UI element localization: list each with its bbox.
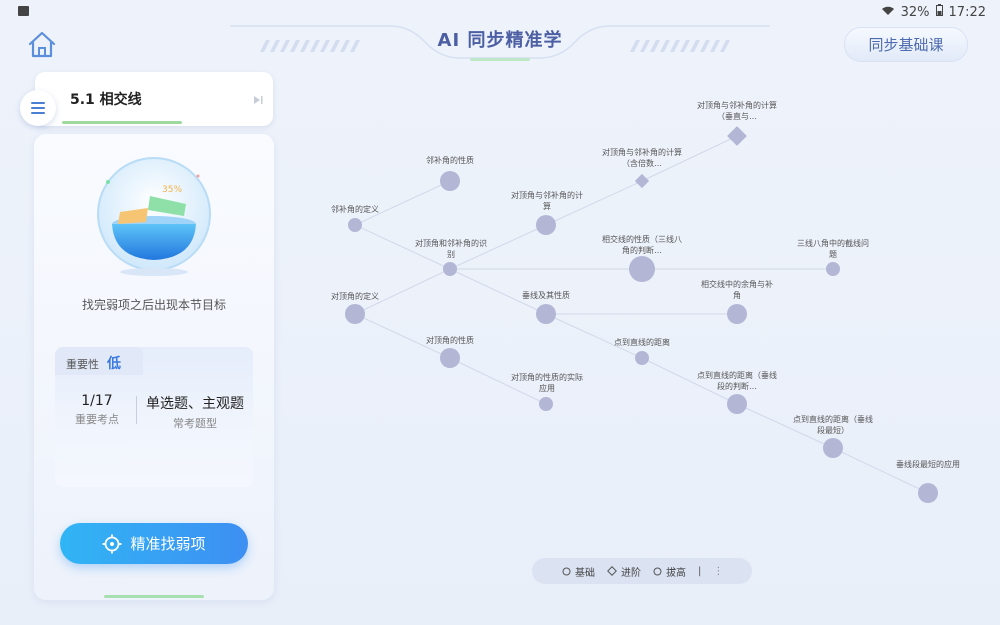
graph-node-basic[interactable] — [727, 394, 747, 414]
header-decoration — [230, 25, 770, 61]
key-point-value: 1/17 — [81, 393, 113, 409]
key-point-caption: 重要考点 — [75, 413, 119, 426]
graph-node-basic[interactable] — [629, 256, 655, 282]
legend-hard-label: 拔高 — [666, 567, 686, 579]
graph-node-basic[interactable] — [539, 397, 553, 411]
question-type-value: 单选题、主观题 — [146, 396, 244, 412]
play-next-icon[interactable] — [253, 95, 263, 105]
find-weakness-label: 精准找弱项 — [130, 535, 206, 553]
graph-node-advanced[interactable] — [727, 126, 747, 146]
section-title: 5.1 相交线 — [70, 92, 142, 108]
graph-node-basic[interactable] — [536, 304, 556, 324]
node-label: 点到直线的距离 — [614, 338, 670, 347]
app-title: AI 同步精准学 — [437, 30, 563, 51]
legend-basic[interactable]: 基础 — [562, 564, 595, 579]
stat-divider — [136, 396, 137, 424]
graph-edges — [354, 135, 929, 494]
globe-percent-text: 35% — [162, 185, 182, 195]
graph-node-basic[interactable] — [823, 438, 843, 458]
battery-icon — [935, 4, 943, 20]
node-label: 对顶角与邻补角的计算（含倍数… — [602, 148, 682, 168]
more-icon[interactable]: ⋮ — [713, 565, 724, 577]
key-point-stat: 1/17 重要考点 — [62, 393, 132, 427]
importance-label: 重要性 — [66, 358, 99, 371]
battery-text: 32% — [900, 4, 930, 20]
diamond-icon — [607, 566, 617, 576]
menu-icon — [31, 102, 45, 114]
node-label: 对顶角的定义 — [331, 292, 379, 301]
sync-course-button[interactable]: 同步基础课 — [844, 27, 968, 62]
node-label: 相交线的性质（三线八角的判断… — [602, 235, 682, 255]
graph-node-basic[interactable] — [536, 215, 556, 235]
node-label: 邻补角的定义 — [331, 205, 379, 214]
node-label: 垂线段最短的应用 — [896, 460, 960, 469]
node-label: 三线八角中的截线问题 — [797, 239, 869, 259]
node-label: 对顶角与邻补角的计算（垂直与… — [697, 101, 777, 121]
progress-globe-illustration: 35% — [97, 157, 211, 276]
menu-button[interactable] — [20, 90, 56, 126]
circle-icon — [653, 567, 662, 575]
crosshair-icon — [102, 534, 122, 553]
graph-node-basic[interactable] — [440, 171, 460, 191]
gallery-icon — [18, 6, 29, 16]
graph-node-basic[interactable] — [345, 304, 365, 324]
node-label: 垂线及其性质 — [522, 291, 570, 300]
graph-node-advanced[interactable] — [634, 173, 650, 189]
status-right: 32% 17:22 — [881, 4, 986, 20]
wifi-icon — [881, 5, 895, 20]
find-weakness-button[interactable]: 精准找弱项 — [60, 523, 248, 564]
legend-hard[interactable]: 拔高 — [653, 564, 686, 579]
node-label: 对顶角的性质 — [426, 336, 474, 345]
node-label: 邻补角的性质 — [426, 156, 474, 165]
legend-advanced[interactable]: 进阶 — [607, 564, 641, 579]
legend-basic-label: 基础 — [575, 567, 595, 579]
legend-separator: | — [698, 565, 702, 577]
panel-bottom-line — [104, 595, 204, 598]
home-icon — [28, 31, 56, 58]
difficulty-legend: 基础 进阶 拔高 | ⋮ — [532, 558, 752, 584]
home-button[interactable] — [26, 30, 58, 60]
question-type-stat: 单选题、主观题 常考题型 — [140, 393, 250, 431]
graph-node-basic[interactable] — [443, 262, 457, 276]
graph-node-basic[interactable] — [727, 304, 747, 324]
node-label: 点到直线的距离（垂线段最短） — [793, 415, 873, 435]
node-label: 相交线中的余角与补角 — [701, 280, 773, 300]
section-progress-line — [62, 121, 182, 124]
circle-icon — [562, 567, 571, 575]
importance-tab — [55, 347, 143, 375]
graph-node-basic[interactable] — [635, 351, 649, 365]
clock-text: 17:22 — [948, 4, 986, 20]
status-bar: 32% 17:22 — [0, 0, 1000, 24]
node-label: 对顶角和邻补角的识别 — [415, 239, 487, 259]
target-hint-text: 找完弱项之后出现本节目标 — [81, 298, 226, 312]
graph-node-basic[interactable] — [826, 262, 840, 276]
section-card[interactable] — [35, 72, 273, 126]
importance-level: 低 — [107, 356, 121, 372]
graph-node-basic[interactable] — [440, 348, 460, 368]
node-label: 对顶角的性质的实际应用 — [511, 373, 583, 393]
node-label: 对顶角与邻补角的计算 — [511, 191, 583, 211]
node-label: 点到直线的距离（垂线段的判断… — [697, 371, 777, 391]
graph-node-basic[interactable] — [918, 483, 938, 503]
graph-node-basic[interactable] — [348, 218, 362, 232]
legend-advanced-label: 进阶 — [621, 567, 641, 579]
question-type-caption: 常考题型 — [173, 417, 217, 430]
